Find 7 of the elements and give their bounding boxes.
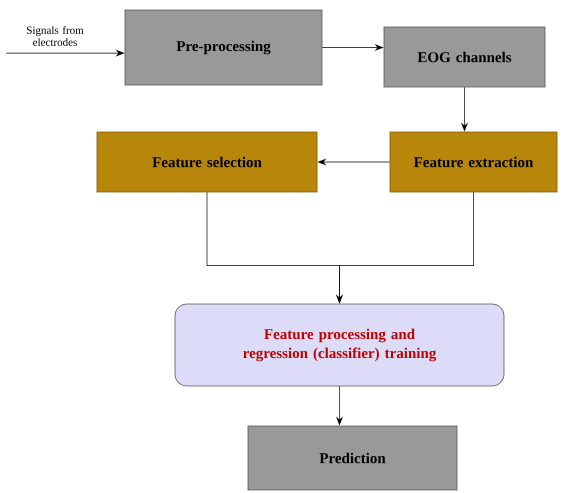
process-box: EOG channels <box>384 26 546 88</box>
process-box: Feature selection <box>96 132 318 192</box>
process-box: Prediction <box>248 426 458 490</box>
rounded-box: Feature processing and regression (classifier) training <box>174 304 504 386</box>
process-box: Feature extraction <box>390 132 558 192</box>
plain-text: Signals from electrodes <box>27 26 84 46</box>
process-box: Pre-processing <box>124 10 322 86</box>
